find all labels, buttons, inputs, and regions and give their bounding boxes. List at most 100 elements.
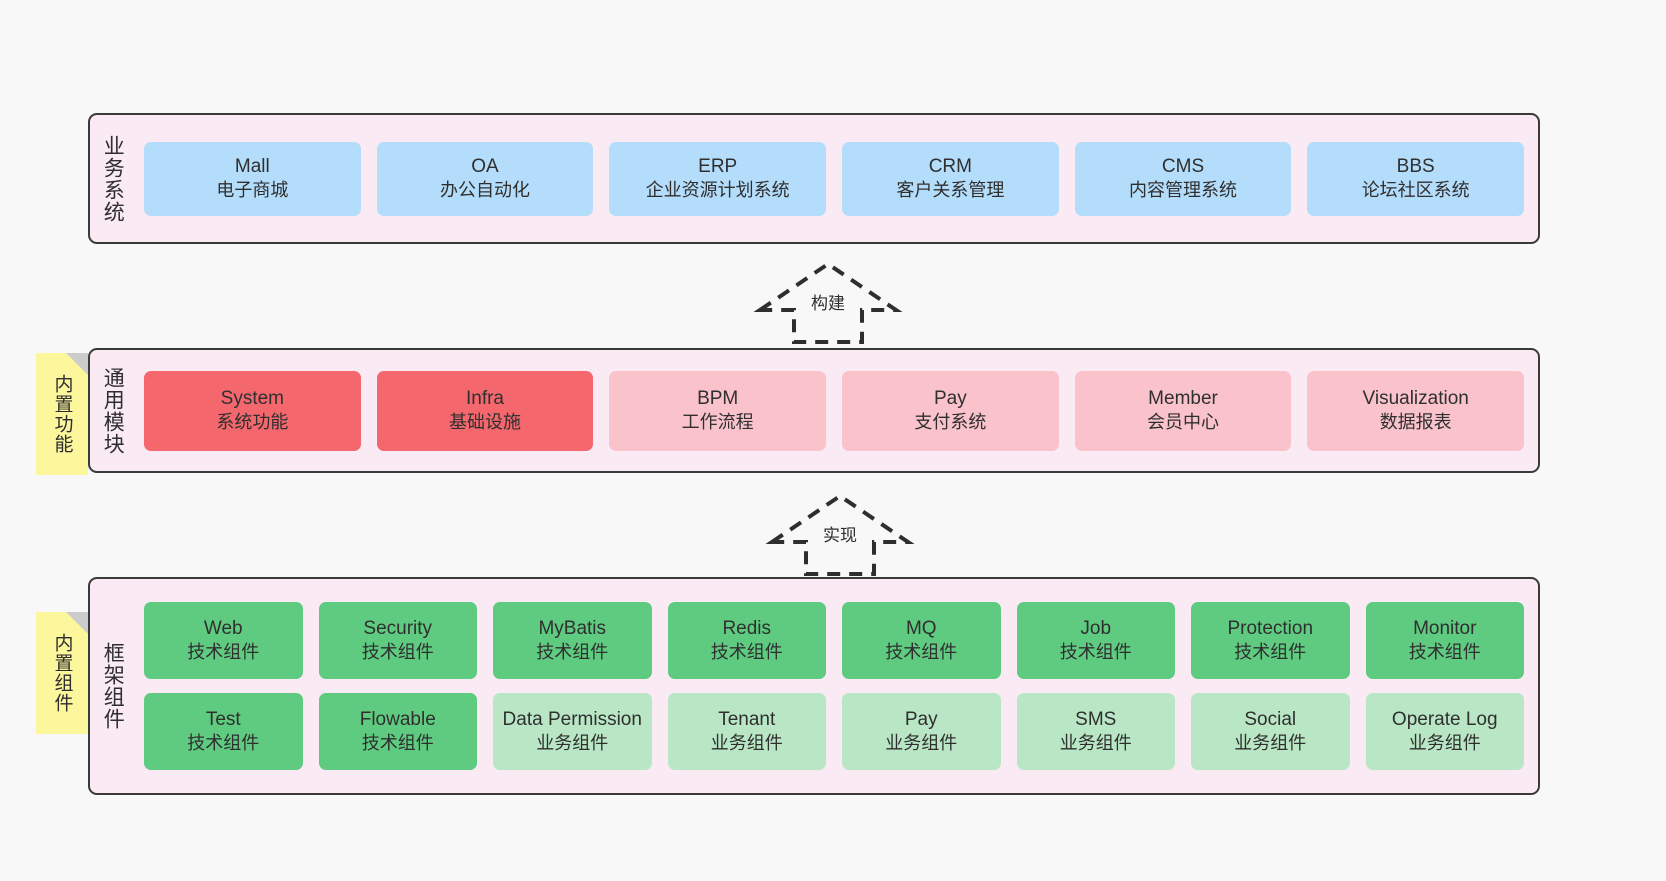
module-name-cn: 业务组件 [710,733,783,754]
module-name-cn: 数据报表 [1379,412,1452,433]
module-card-crm[interactable]: CRM 客户关系管理 [842,141,1059,216]
module-card-data-permission[interactable]: Data Permission 业务组件 [493,693,652,770]
module-name-cn: 技术组件 [187,733,260,754]
module-name-cn: 技术组件 [536,642,609,663]
module-name-en: Test [205,709,241,731]
module-card-security[interactable]: Security 技术组件 [318,602,477,679]
module-card-system[interactable]: System 系统功能 [144,370,361,451]
module-card-cms[interactable]: CMS 内容管理系统 [1074,141,1292,216]
module-name-cn: 技术组件 [1059,642,1132,663]
layer-row: Mall 电子商城 OA 办公自动化 ERP 企业资源计划系统 CRM 客户关系… [144,141,1525,216]
module-card-mybatis[interactable]: MyBatis 技术组件 [493,602,652,679]
module-name-en: Protection [1227,618,1314,640]
module-card-job[interactable]: Job 技术组件 [1016,602,1175,679]
layer-body-business-system: Mall 电子商城 OA 办公自动化 ERP 企业资源计划系统 CRM 客户关系… [134,115,1538,242]
layer-body-common-module: System 系统功能 Infra 基础设施 BPM 工作流程 Pay 支付系统… [134,350,1538,471]
module-name-en: Social [1244,709,1297,731]
module-name-cn: 基础设施 [449,412,521,433]
module-name-cn: 业务组件 [536,733,609,754]
module-card-pay[interactable]: Pay 支付系统 [842,370,1059,451]
module-name-cn: 技术组件 [187,642,260,663]
module-card-social[interactable]: Social 业务组件 [1191,693,1350,770]
module-card-bpm[interactable]: BPM 工作流程 [609,370,827,451]
module-name-cn: 电子商城 [216,180,289,201]
module-card-visualization[interactable]: Visualization 数据报表 [1307,370,1525,451]
module-name-en: Redis [722,618,772,640]
module-name-en: CMS [1161,156,1205,178]
arrow-implement-label: 实现 [821,521,859,546]
module-card-protection[interactable]: Protection 技术组件 [1191,602,1350,679]
sticky-note-builtin-functions: 内置功能 [36,353,88,475]
module-name-en: MQ [905,618,937,640]
module-name-en: Job [1080,618,1112,640]
module-name-en: Monitor [1413,618,1477,640]
module-name-en: System [220,388,285,410]
module-name-cn: 业务组件 [1059,733,1132,754]
sticky-note-builtin-components: 内置组件 [36,612,88,734]
module-card-tenant[interactable]: Tenant 业务组件 [667,693,826,770]
layer-row: System 系统功能 Infra 基础设施 BPM 工作流程 Pay 支付系统… [144,370,1525,451]
module-name-en: Tenant [718,709,776,731]
module-name-cn: 内容管理系统 [1129,180,1238,201]
module-name-cn: 支付系统 [914,412,987,433]
module-name-en: ERP [698,156,738,178]
module-name-cn: 业务组件 [1408,733,1481,754]
module-card-sms[interactable]: SMS 业务组件 [1016,693,1175,770]
module-name-cn: 技术组件 [361,642,434,663]
module-name-en: BPM [697,388,739,410]
module-card-redis[interactable]: Redis 技术组件 [667,602,826,679]
module-name-en: Security [363,618,433,640]
module-name-en: SMS [1075,709,1117,731]
module-name-en: OA [471,156,499,178]
module-card-test[interactable]: Test 技术组件 [144,693,303,770]
module-name-en: BBS [1396,156,1435,178]
module-name-cn: 技术组件 [1408,642,1481,663]
layer-body-framework-component: Web 技术组件 Security 技术组件 MyBatis 技术组件 Redi… [134,579,1538,793]
module-name-en: Web [203,618,243,640]
module-name-en: Visualization [1362,388,1469,410]
module-card-flowable[interactable]: Flowable 技术组件 [318,693,477,770]
arrow-build: 构建 [753,260,903,344]
module-name-cn: 技术组件 [885,642,958,663]
module-card-monitor[interactable]: Monitor 技术组件 [1365,602,1524,679]
module-card-operate-log[interactable]: Operate Log 业务组件 [1365,693,1524,770]
module-name-en: MyBatis [538,618,607,640]
module-card-bbs[interactable]: BBS 论坛社区系统 [1307,141,1525,216]
module-name-en: Infra [465,388,505,410]
module-name-cn: 技术组件 [361,733,434,754]
module-name-en: Operate Log [1391,709,1498,731]
module-name-en: Pay [933,388,967,410]
module-name-cn: 业务组件 [885,733,958,754]
module-name-cn: 系统功能 [216,412,289,433]
module-name-cn: 技术组件 [1234,642,1307,663]
module-name-cn: 会员中心 [1147,412,1220,433]
module-card-erp[interactable]: ERP 企业资源计划系统 [609,141,827,216]
layer-framework-component: 框架组件 Web 技术组件 Security 技术组件 MyBatis 技术组件… [88,577,1540,795]
module-name-en: Pay [904,709,938,731]
layer-title-common-module: 通用模块 [101,366,125,455]
sticky-note-label: 内置组件 [51,633,73,713]
module-name-cn: 业务组件 [1234,733,1307,754]
arrow-build-label: 构建 [809,289,847,314]
module-name-en: Mall [234,156,270,178]
module-card-mall[interactable]: Mall 电子商城 [144,141,361,216]
module-card-member[interactable]: Member 会员中心 [1074,370,1292,451]
module-card-oa[interactable]: OA 办公自动化 [376,141,594,216]
module-name-cn: 技术组件 [710,642,783,663]
layer-title-framework-component: 框架组件 [101,642,125,730]
sticky-note-label: 内置功能 [51,374,73,454]
module-name-cn: 论坛社区系统 [1361,180,1470,201]
module-card-web[interactable]: Web 技术组件 [144,602,303,679]
module-name-en: Data Permission [502,709,642,731]
arrow-implement: 实现 [765,492,915,576]
module-card-infra[interactable]: Infra 基础设施 [376,370,594,451]
layer-row: Web 技术组件 Security 技术组件 MyBatis 技术组件 Redi… [144,602,1524,679]
module-name-cn: 客户关系管理 [896,180,1005,201]
module-card-pay-business[interactable]: Pay 业务组件 [842,693,1001,770]
layer-row: Test 技术组件 Flowable 技术组件 Data Permission … [144,693,1524,770]
module-card-mq[interactable]: MQ 技术组件 [842,602,1001,679]
layer-common-module: 通用模块 System 系统功能 Infra 基础设施 BPM 工作流程 Pay… [88,348,1540,473]
module-name-en: CRM [928,156,972,178]
module-name-en: Flowable [359,709,436,731]
